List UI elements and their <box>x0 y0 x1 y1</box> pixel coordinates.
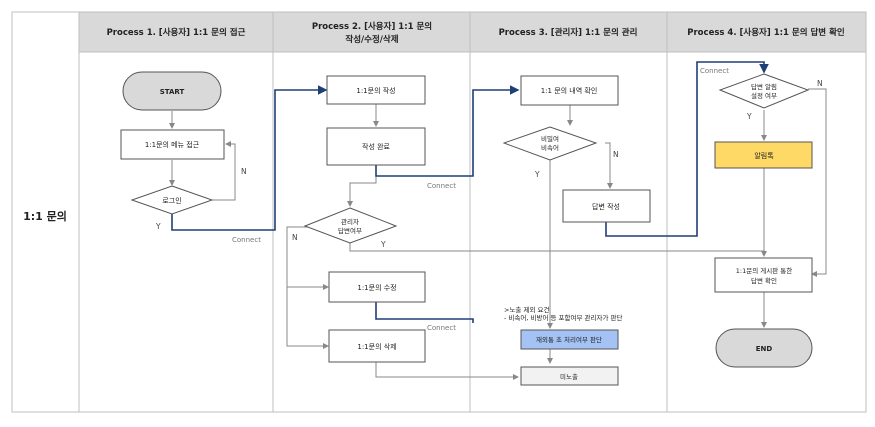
admin-answer-label-line2: 답변여부 <box>338 226 362 235</box>
spam-check-label: 재외통 초 처리여부 판단 <box>536 335 602 344</box>
start-label: START <box>160 88 185 96</box>
notify-label-line2: 설정 여부 <box>751 91 777 100</box>
note-line2: - 비속어, 비방어 등 포함여부 관리자가 판단 <box>504 313 622 322</box>
secret-yes-label: Y <box>534 170 540 179</box>
header-row <box>78 11 867 53</box>
lane-title-1: Process 1. [사용자] 1:1 문의 접근 <box>107 27 246 38</box>
answer-write-box <box>562 189 651 223</box>
delete-label: 1:1문의 삭제 <box>357 342 396 351</box>
write-label: 1:1문의 작성 <box>356 86 395 95</box>
admin-answer-label-line1: 관리자 <box>341 217 359 226</box>
notify-no-label: N <box>817 79 823 88</box>
notify-label-line1: 답변 알림 <box>751 82 777 91</box>
menu-access-box <box>120 129 225 160</box>
notify-yes-label: Y <box>746 112 752 121</box>
connect-label-2: Connect <box>427 182 456 190</box>
list-check-label: 1:1 문의 내역 확인 <box>541 86 598 95</box>
connect-label-3: Connect <box>427 324 456 332</box>
alimtalk-label: 알림톡 <box>754 151 774 160</box>
lane-title-2-line2: 작성/수정/삭제 <box>345 34 398 45</box>
write-box <box>326 75 426 105</box>
answer-write-label: 답변 작성 <box>592 202 620 211</box>
secret-label-line2: 비속어 <box>541 143 559 152</box>
start-terminal <box>122 71 222 111</box>
lane-title-3: Process 3. [관리자] 1:1 문의 관리 <box>499 27 638 38</box>
delete-box <box>328 329 426 363</box>
login-yes-label: Y <box>155 222 161 231</box>
secret-decision <box>502 126 598 161</box>
alimtalk-box <box>714 141 813 169</box>
connect-label-4: Connect <box>700 67 729 75</box>
write-done-box <box>326 127 426 166</box>
board-check-box <box>714 257 813 293</box>
connect-lines <box>171 61 769 323</box>
login-label: 로그인 <box>162 196 181 205</box>
edit-box <box>328 271 426 303</box>
menu-access-label: 1:1문의 메뉴 접근 <box>145 140 200 149</box>
admin-yes-label: Y <box>380 240 386 249</box>
secret-no-label: N <box>613 150 619 159</box>
hidden-box <box>520 366 619 386</box>
hidden-label: 미노출 <box>560 372 578 381</box>
flow-arrows <box>169 88 827 380</box>
end-terminal <box>715 328 813 368</box>
login-no-label: N <box>241 167 247 176</box>
list-check-box <box>520 75 619 106</box>
note-line1: >노출 제외 요건 <box>504 305 549 314</box>
edit-label: 1:1문의 수정 <box>357 283 396 292</box>
lane-title-2-line1: Process 2. [사용자] 1:1 문의 <box>312 21 432 32</box>
board-check-label-line1: 1:1문의 게시판 통한 <box>736 266 792 275</box>
spam-check-box <box>520 329 619 350</box>
login-decision <box>130 185 214 215</box>
end-label: END <box>756 345 773 353</box>
connect-label-1: Connect <box>232 236 261 244</box>
admin-answer-decision <box>303 207 398 244</box>
secret-label-line1: 비밀여 <box>541 134 559 143</box>
row-label: 1:1 문의 <box>23 209 67 223</box>
admin-no-label: N <box>292 233 298 242</box>
notify-decision <box>718 73 810 109</box>
write-done-label: 작성 완료 <box>362 142 391 151</box>
lane-title-4: Process 4. [사용자] 1:1 문의 답변 확인 <box>687 27 845 38</box>
board-check-label-line2: 답변 확인 <box>751 276 777 285</box>
